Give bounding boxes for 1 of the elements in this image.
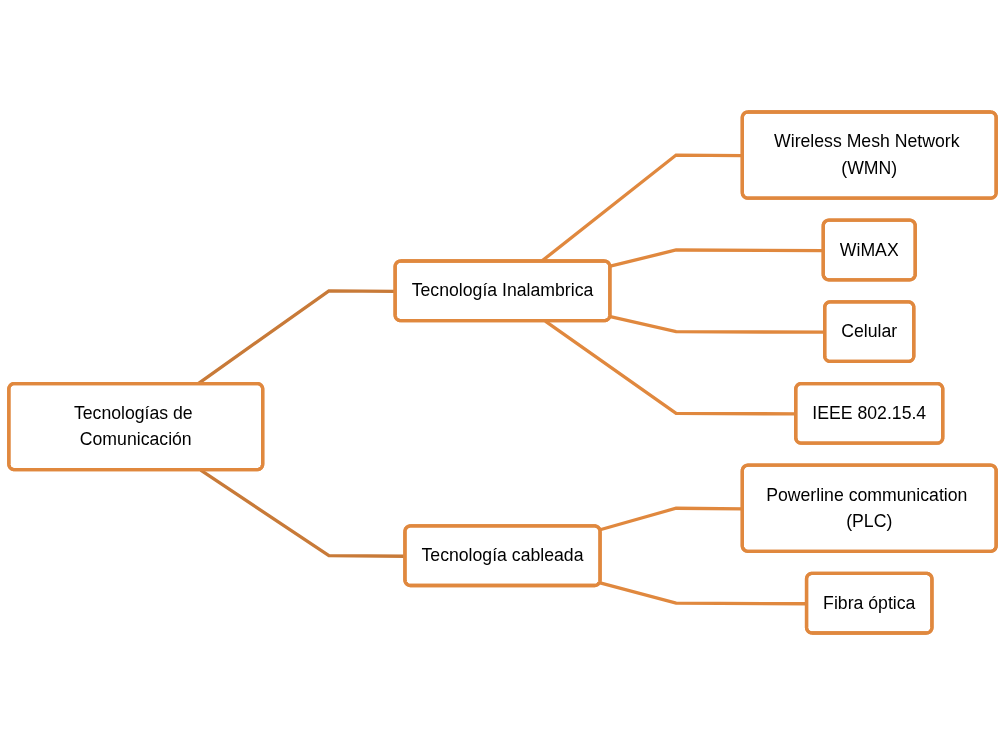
connector — [199, 468, 406, 558]
